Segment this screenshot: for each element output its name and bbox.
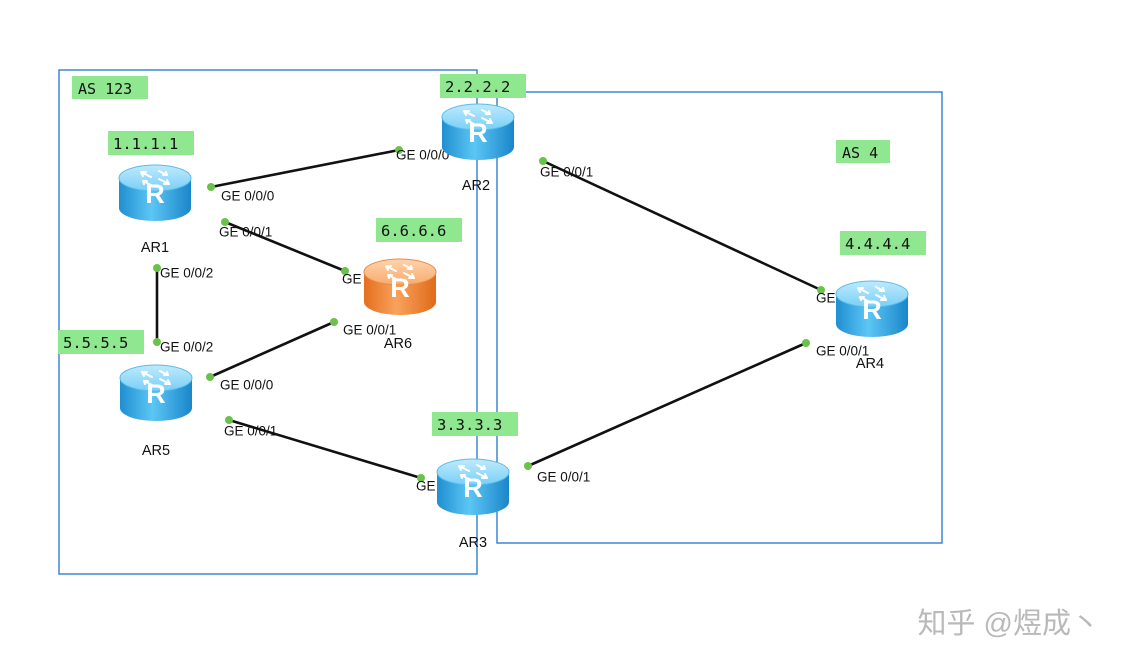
port-dot-ar5-ar1-ar5[interactable]	[153, 338, 161, 346]
port-label-ar5-ar5-ar3: GE 0/0/1	[224, 424, 277, 439]
area-box-as4	[496, 91, 943, 544]
router-arrows-icon	[140, 170, 170, 186]
labels-layer: AS 123 AS 4 1.1.1.1 2.2.2.2 3.3.3.3 4.4.4.4…	[58, 74, 926, 436]
port-dot-ar4-ar3-ar4[interactable]	[802, 339, 810, 347]
router-ar2[interactable]: R	[441, 103, 515, 160]
ip-label-bg-ar6	[376, 218, 462, 242]
router-ar1[interactable]: R	[118, 164, 192, 221]
as4-label-bg	[836, 140, 890, 163]
port-dot-ar4-ar2-ar4[interactable]	[817, 286, 825, 294]
port-dot-ar2-ar2-ar4[interactable]	[539, 157, 547, 165]
router-ip-ar2: 2.2.2.2	[445, 78, 510, 96]
router-name-ar1: AR1	[141, 240, 169, 256]
ip-label-bg-ar2	[440, 74, 526, 98]
area-box-as123	[58, 69, 478, 575]
as123-label: AS 123	[78, 80, 132, 98]
ports-layer: GE 0/0/0 GE 0/0/0 GE 0/0/1 GE 0/0/0 GE 0/0/2…	[153, 146, 869, 494]
port-label-ar1-ar1-ar2: GE 0/0/0	[221, 189, 274, 204]
port-label-ar2-ar2-ar4: GE 0/0/1	[540, 165, 593, 180]
link-ar5-ar3[interactable]	[228, 418, 422, 480]
port-dot-ar1-ar1-ar5[interactable]	[153, 264, 161, 272]
router-ip-ar5: 5.5.5.5	[63, 334, 128, 352]
port-dot-ar3-ar3-ar4[interactable]	[524, 462, 532, 470]
router-glyph-icon: R	[390, 273, 410, 303]
router-ip-ar1: 1.1.1.1	[113, 135, 178, 153]
router-name-ar4: AR4	[856, 356, 884, 372]
port-dot-ar1-ar1-ar6[interactable]	[221, 218, 229, 226]
port-dot-ar5-ar5-ar6[interactable]	[206, 373, 214, 381]
link-ar3-ar4[interactable]	[527, 341, 807, 468]
router-arrows-icon	[141, 370, 171, 386]
port-label-ar5-ar5-ar6: GE 0/0/0	[220, 378, 273, 393]
port-dot-ar6-ar5-ar6[interactable]	[330, 318, 338, 326]
as123-label-bg	[72, 76, 148, 99]
router-ip-ar4: 4.4.4.4	[845, 235, 910, 253]
router-name-ar3: AR3	[459, 535, 487, 551]
link-ar2-ar4[interactable]	[542, 159, 822, 292]
links-layer	[155, 148, 822, 480]
ip-label-bg-ar5	[58, 330, 144, 354]
router-glyph-icon: R	[145, 179, 165, 209]
port-label-ar6-ar5-ar6: GE 0/0/1	[343, 323, 396, 338]
ip-label-bg-ar3	[432, 412, 518, 436]
router-name-ar6: AR6	[384, 336, 412, 352]
router-ar5[interactable]: R	[119, 364, 193, 421]
router-glyph-icon: R	[468, 118, 488, 148]
router-ar3[interactable]: R	[436, 458, 510, 515]
router-arrows-icon	[857, 286, 887, 302]
link-ar1-ar2[interactable]	[210, 148, 400, 189]
router-glyph-icon: R	[463, 473, 483, 503]
port-label-ar5-ar1-ar5: GE 0/0/2	[160, 340, 213, 355]
router-glyph-icon: R	[862, 295, 882, 325]
port-dot-ar1-ar1-ar2[interactable]	[207, 183, 215, 191]
port-dot-ar3-ar5-ar3[interactable]	[417, 474, 425, 482]
port-dot-ar6-ar1-ar6[interactable]	[341, 267, 349, 275]
router-arrows-icon	[458, 464, 488, 480]
router-ip-ar6: 6.6.6.6	[381, 222, 446, 240]
link-ar1-ar6[interactable]	[224, 220, 346, 273]
router-glyph-icon: R	[146, 379, 166, 409]
port-label-ar1-ar1-ar6: GE 0/0/1	[219, 225, 272, 240]
port-dot-ar5-ar5-ar3[interactable]	[225, 416, 233, 424]
router-name-ar2: AR2	[462, 178, 490, 194]
router-ar4[interactable]: R	[835, 280, 909, 337]
router-ip-ar3: 3.3.3.3	[437, 416, 502, 434]
ip-label-bg-ar1	[108, 131, 194, 155]
router-name-ar5: AR5	[142, 443, 170, 459]
router-ar6[interactable]: R	[363, 258, 437, 315]
as4-label: AS 4	[842, 144, 878, 162]
watermark: 知乎 @煜成丶	[918, 607, 1101, 640]
port-label-ar3-ar3-ar4: GE 0/0/1	[537, 470, 590, 485]
port-dot-ar2-ar1-ar2[interactable]	[395, 146, 403, 154]
ip-label-bg-ar4	[840, 231, 926, 255]
port-label-ar1-ar1-ar5: GE 0/0/2	[160, 266, 213, 281]
router-arrows-icon	[463, 109, 493, 125]
link-ar5-ar6[interactable]	[209, 320, 335, 379]
router-arrows-icon	[385, 264, 415, 280]
port-label-ar2-ar1-ar2: GE 0/0/0	[396, 148, 449, 163]
port-label-ar4-ar3-ar4: GE 0/0/1	[816, 344, 869, 359]
